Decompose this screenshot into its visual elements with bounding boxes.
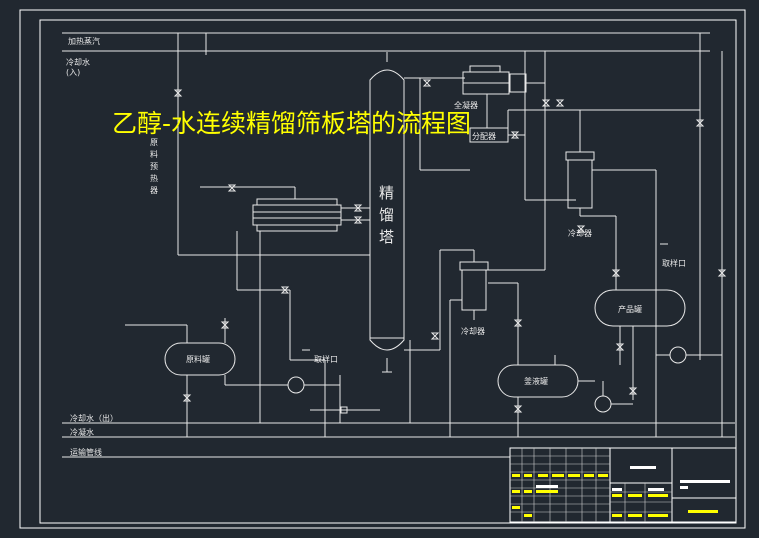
title-block xyxy=(509,447,737,523)
label-cooler-top: 冷却器 xyxy=(568,228,592,238)
label-cooling-water-in-1: 冷却水 xyxy=(66,57,90,67)
inner-frame xyxy=(39,19,737,524)
label-cooler-mid: 冷却器 xyxy=(461,326,485,336)
diagram-title: 乙醇-水连续精馏筛板塔的流程图 xyxy=(112,109,471,138)
label-preheater-3: 预 xyxy=(150,161,158,171)
bottoms-pump xyxy=(594,395,612,413)
valve-icon xyxy=(541,99,551,107)
label-feed-tank: 原料罐 xyxy=(186,354,210,364)
valve-icon xyxy=(555,99,565,107)
label-sampling-2: 取样口 xyxy=(662,258,686,268)
valve-icon xyxy=(430,332,440,340)
distillation-column xyxy=(369,69,405,351)
label-preheater-2: 料 xyxy=(150,149,158,159)
feed-tank-body xyxy=(164,342,236,376)
label-heating-steam: 加热蒸汽 xyxy=(68,36,100,46)
label-column-3: 塔 xyxy=(379,228,394,246)
label-transport-pipe: 运输管线 xyxy=(70,447,102,457)
pipe-network xyxy=(62,32,735,458)
valve-icon xyxy=(717,269,727,277)
cooler-top-body xyxy=(567,159,593,209)
preheater-body xyxy=(252,204,342,226)
label-column-2: 馏 xyxy=(379,206,394,224)
valve-icon xyxy=(628,387,638,395)
valve-icon xyxy=(227,184,237,192)
label-condensate: 冷凝水 xyxy=(70,427,94,437)
product-tank-body xyxy=(594,289,686,327)
valve-icon xyxy=(513,405,523,413)
valve-icon xyxy=(576,225,586,233)
label-cooling-water-in-2: (入) xyxy=(66,68,80,77)
label-condenser: 全凝器 xyxy=(454,100,478,110)
valve-icon xyxy=(510,131,520,139)
valve-icon xyxy=(280,286,290,294)
label-distributor: 分配器 xyxy=(472,132,496,141)
valve-icon xyxy=(353,204,363,212)
label-preheater-4: 热 xyxy=(150,173,158,183)
label-sampling-1: 取样口 xyxy=(314,354,338,364)
valve-icon xyxy=(182,394,192,402)
valve-icon xyxy=(615,343,625,351)
label-column-1: 精 xyxy=(379,184,394,202)
valves xyxy=(173,79,727,413)
valve-icon xyxy=(611,269,621,277)
valve-icon xyxy=(422,79,432,87)
feed-pump xyxy=(287,376,305,394)
label-bottoms-tank: 釜液罐 xyxy=(524,376,548,386)
label-preheater-1: 原 xyxy=(150,138,158,147)
valve-icon xyxy=(513,319,523,327)
cooler-mid-body xyxy=(461,269,487,311)
label-product-tank: 产品罐 xyxy=(618,304,642,314)
valve-icon xyxy=(220,321,230,329)
valve-icon xyxy=(353,216,363,224)
valve-icon xyxy=(173,89,183,97)
product-pump xyxy=(669,346,687,364)
label-cooling-water-out: 冷却水（出） xyxy=(70,413,118,423)
label-preheater-5: 器 xyxy=(150,186,158,195)
valve-icon xyxy=(695,119,705,127)
outer-frame xyxy=(19,9,746,529)
